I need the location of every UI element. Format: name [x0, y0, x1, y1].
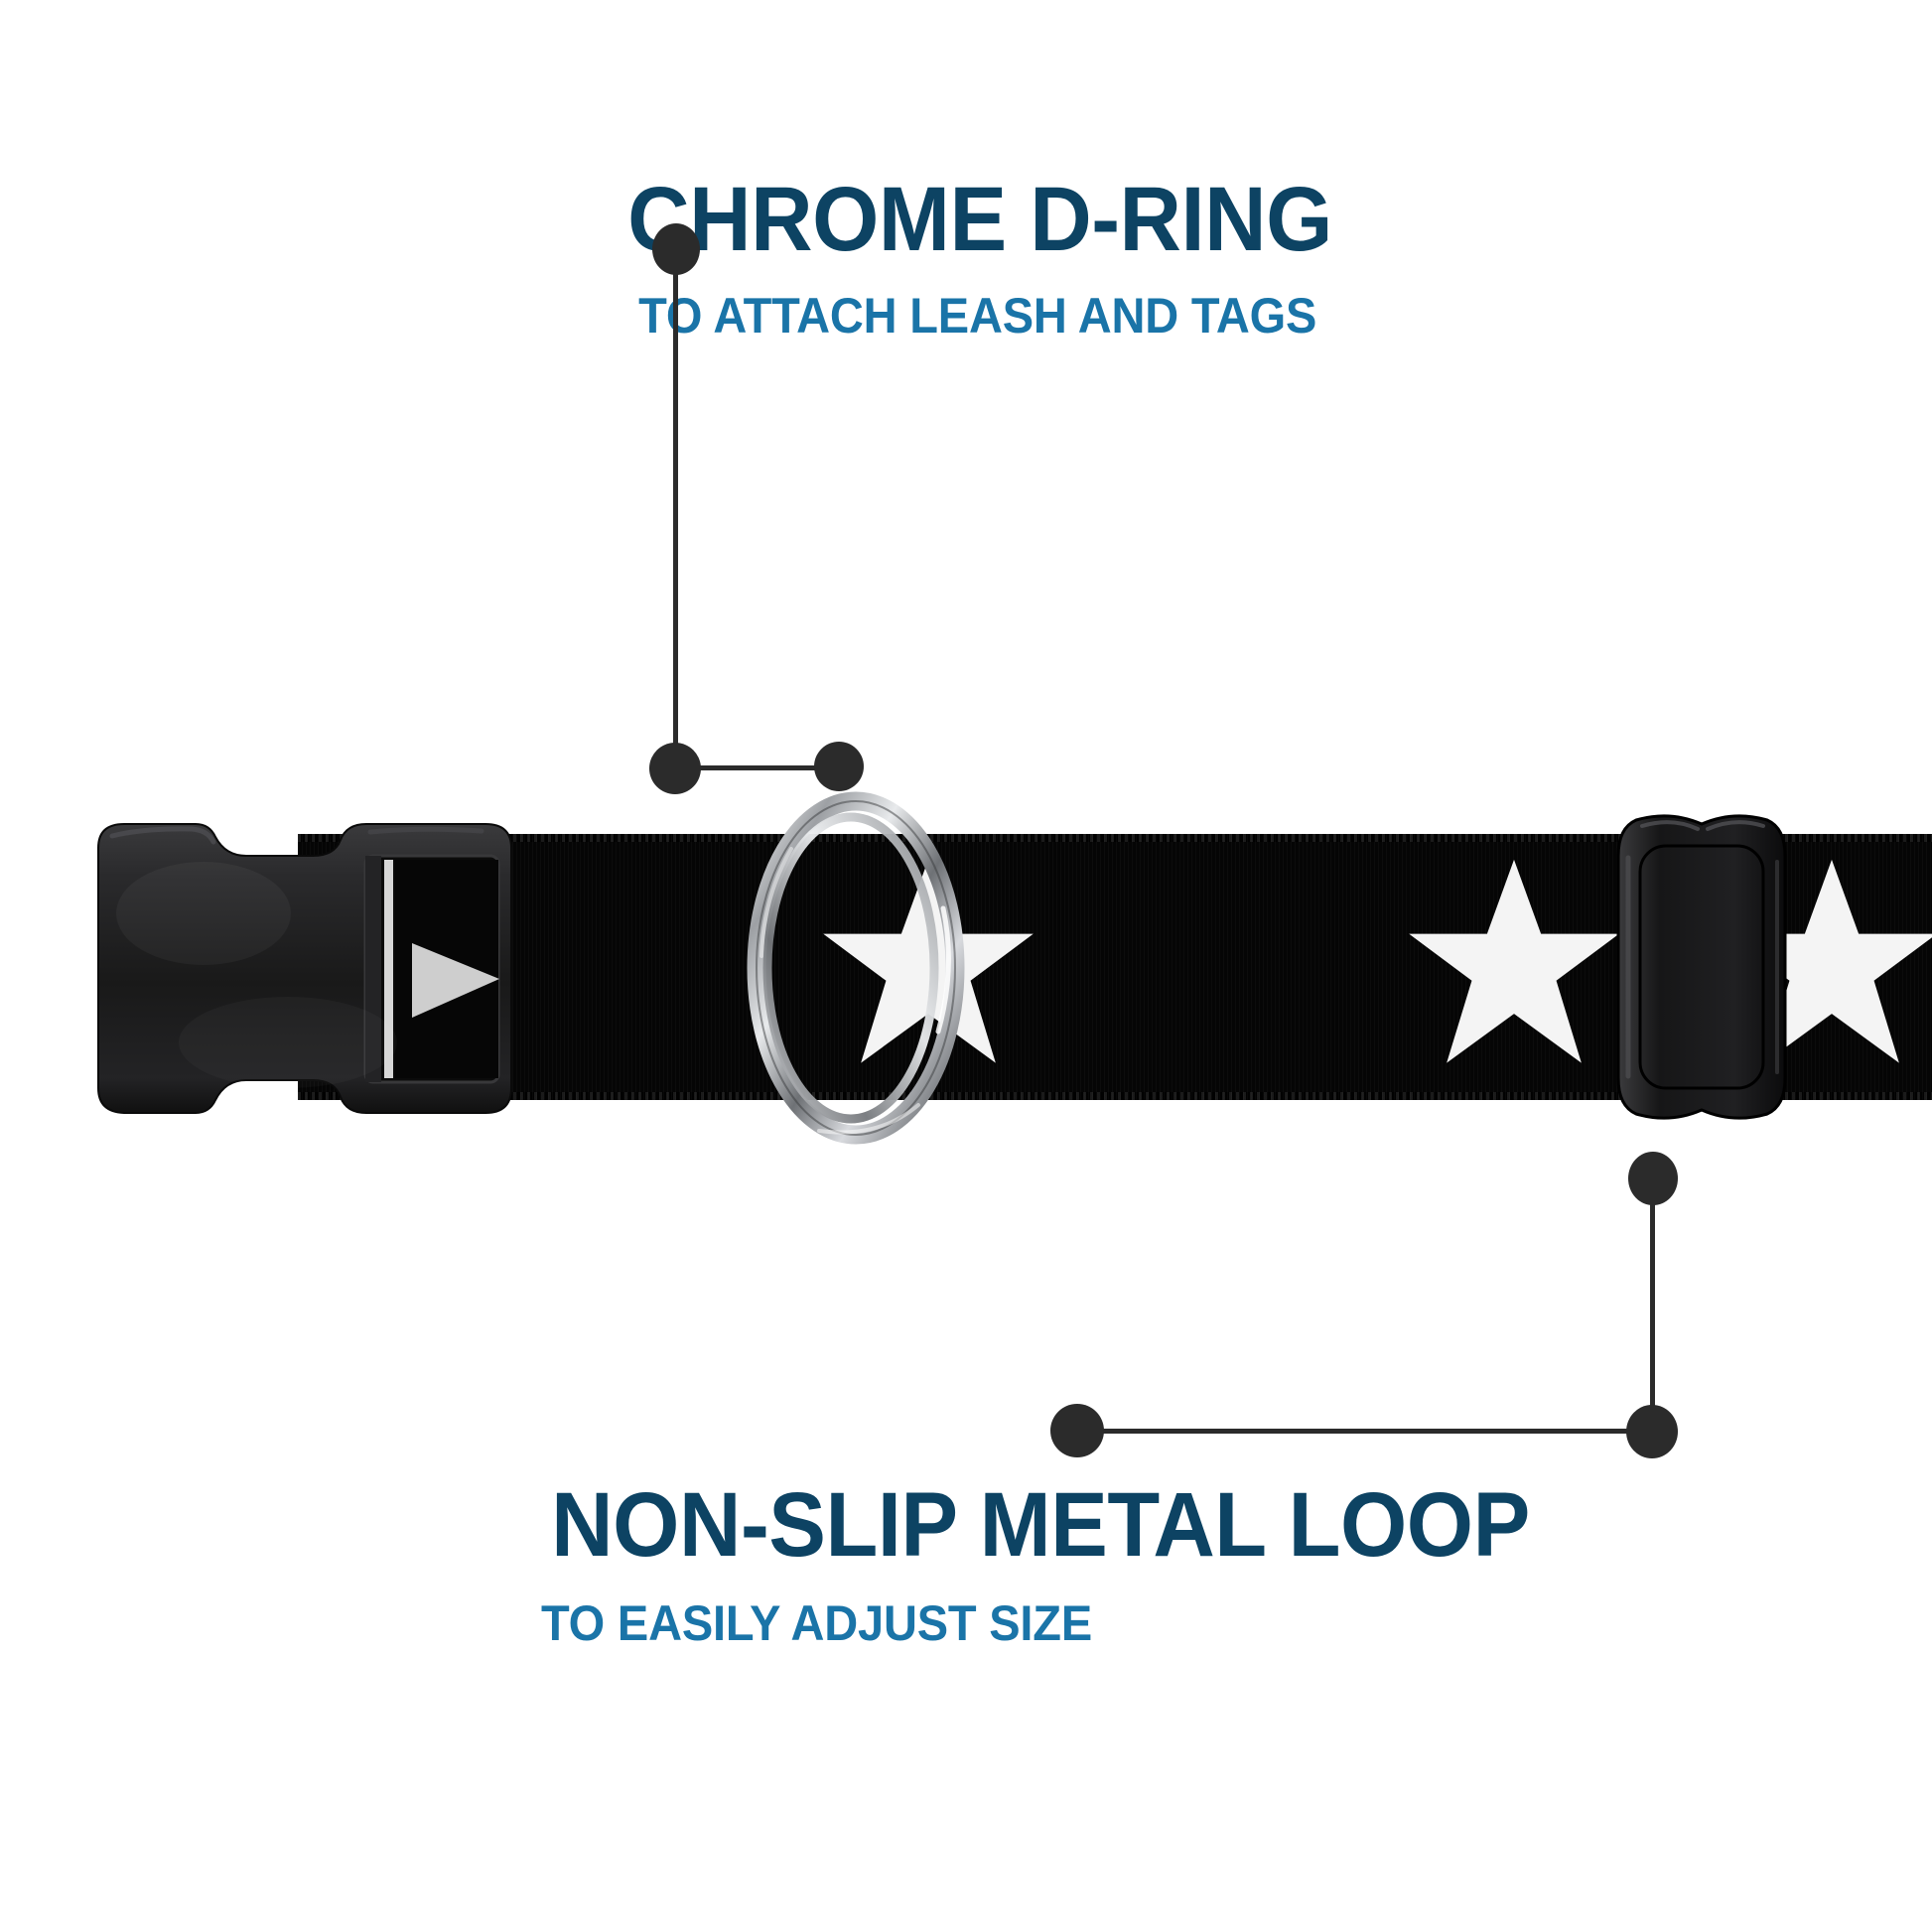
callout-non-slip-metal-loop-text: NON-SLIP METAL LOOP TO EASILY ADJUST SIZ… [0, 1479, 1932, 1648]
webbing-bottom-edge [298, 1092, 1932, 1100]
callout-bottom-corner-dot [1626, 1405, 1678, 1458]
callout-top-corner-dot [649, 743, 701, 794]
callout-chrome-d-ring-text: CHROME D-RING TO ATTACH LEASH AND TAGS [0, 174, 1932, 341]
side-release-buckle [84, 794, 531, 1142]
callout-bottom-end-dot [1050, 1404, 1104, 1457]
callout-bottom-horizontal-line [1092, 1429, 1633, 1434]
webbing-star-icon [1400, 853, 1628, 1081]
webbing-star-icon [1718, 853, 1932, 1081]
callout-top-end-dot [814, 742, 864, 791]
non-slip-metal-loop [1610, 812, 1794, 1122]
callout-bottom-vertical-line [1650, 1191, 1655, 1434]
callout-chrome-d-ring-subhead: TO ATTACH LEASH AND TAGS [638, 288, 1317, 344]
webbing-top-edge [298, 834, 1932, 842]
callout-top-horizontal-line [695, 765, 844, 770]
callout-chrome-d-ring-headline: CHROME D-RING [627, 169, 1332, 270]
callout-top-vertical-line [673, 260, 678, 772]
callout-non-slip-metal-loop-headline: NON-SLIP METAL LOOP [551, 1474, 1530, 1576]
chrome-d-ring [740, 789, 973, 1147]
callout-non-slip-metal-loop-subhead: TO EASILY ADJUST SIZE [541, 1595, 1092, 1651]
webbing-star-icon [814, 853, 1042, 1081]
